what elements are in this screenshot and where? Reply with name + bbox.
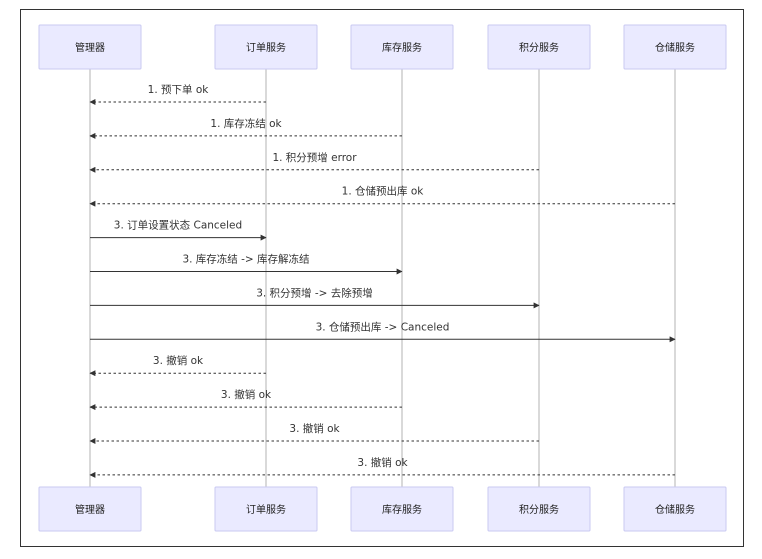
message-1: 1. 预下单 ok xyxy=(89,84,266,105)
participant-label: 库存服务 xyxy=(382,41,422,54)
message-4: 1. 仓储预出库 ok xyxy=(89,185,675,207)
participant-box xyxy=(214,486,318,532)
participant-box xyxy=(38,24,142,70)
messages: 1. 预下单 ok 1. 库存冻结 ok 1. 积分预增 error 1. 仓储预出库… xyxy=(89,84,676,478)
message-label: 3. 积分预增 -> 去除预增 xyxy=(256,286,373,299)
participant-label: 订单服务 xyxy=(246,503,286,516)
participant-box xyxy=(38,486,142,532)
message-label: 1. 积分预增 error xyxy=(272,151,357,164)
participant-top-5: 仓储服务 xyxy=(623,24,727,70)
participant-box xyxy=(487,24,591,70)
participant-label: 管理器 xyxy=(75,503,105,516)
message-label: 3. 撤销 ok xyxy=(221,388,272,401)
message-label: 1. 仓储预出库 ok xyxy=(342,185,425,198)
participant-box xyxy=(214,24,318,70)
participant-bottom-5: 仓储服务 xyxy=(623,486,727,532)
participant-bottom-4: 积分服务 xyxy=(487,486,591,532)
participant-top-1: 管理器 xyxy=(38,24,142,70)
message-label: 3. 库存冻结 -> 库存解冻结 xyxy=(182,253,309,266)
participants-bottom: 管理器 订单服务 库存服务 积分服务 仓储服务 xyxy=(38,486,727,532)
message-label: 3. 仓储预出库 -> Canceled xyxy=(316,320,450,333)
participants-top: 管理器 订单服务 库存服务 积分服务 仓储服务 xyxy=(38,24,727,70)
participant-box xyxy=(350,24,454,70)
message-label: 1. 预下单 ok xyxy=(148,84,210,96)
participant-label: 管理器 xyxy=(75,41,105,54)
message-9: 3. 撤销 ok xyxy=(89,354,266,377)
message-7: 3. 积分预增 -> 去除预增 xyxy=(90,286,540,309)
diagram-frame: 1. 预下单 ok 1. 库存冻结 ok 1. 积分预增 error 1. 仓储预出库… xyxy=(20,9,744,547)
message-12: 3. 撤销 ok xyxy=(89,456,675,478)
participant-label: 积分服务 xyxy=(519,503,559,516)
participant-label: 仓储服务 xyxy=(655,41,695,54)
message-10: 3. 撤销 ok xyxy=(89,388,402,411)
participant-box xyxy=(623,24,727,70)
participant-label: 仓储服务 xyxy=(655,503,695,516)
message-label: 1. 库存冻结 ok xyxy=(210,117,282,130)
participant-bottom-3: 库存服务 xyxy=(350,486,454,532)
sequence-diagram: 1. 预下单 ok 1. 库存冻结 ok 1. 积分预增 error 1. 仓储预出库… xyxy=(38,24,727,532)
message-label: 3. 订单设置状态 Canceled xyxy=(114,219,242,232)
message-label: 3. 撤销 ok xyxy=(289,422,340,435)
message-11: 3. 撤销 ok xyxy=(89,422,539,444)
participant-box xyxy=(487,486,591,532)
participant-label: 积分服务 xyxy=(519,41,559,54)
message-3: 1. 积分预增 error xyxy=(89,151,539,173)
participant-top-4: 积分服务 xyxy=(487,24,591,70)
participant-top-2: 订单服务 xyxy=(214,24,318,70)
message-2: 1. 库存冻结 ok xyxy=(89,117,402,139)
message-5: 3. 订单设置状态 Canceled xyxy=(90,219,267,241)
message-8: 3. 仓储预出库 -> Canceled xyxy=(90,320,676,343)
lifelines xyxy=(89,69,676,487)
message-6: 3. 库存冻结 -> 库存解冻结 xyxy=(90,253,403,275)
message-label: 3. 撤销 ok xyxy=(357,456,408,469)
participant-top-3: 库存服务 xyxy=(350,24,454,70)
participant-label: 订单服务 xyxy=(246,41,286,54)
participant-bottom-2: 订单服务 xyxy=(214,486,318,532)
participant-bottom-1: 管理器 xyxy=(38,486,142,532)
message-label: 3. 撤销 ok xyxy=(153,354,204,367)
participant-label: 库存服务 xyxy=(382,503,422,516)
participant-box xyxy=(350,486,454,532)
participant-box xyxy=(623,486,727,532)
